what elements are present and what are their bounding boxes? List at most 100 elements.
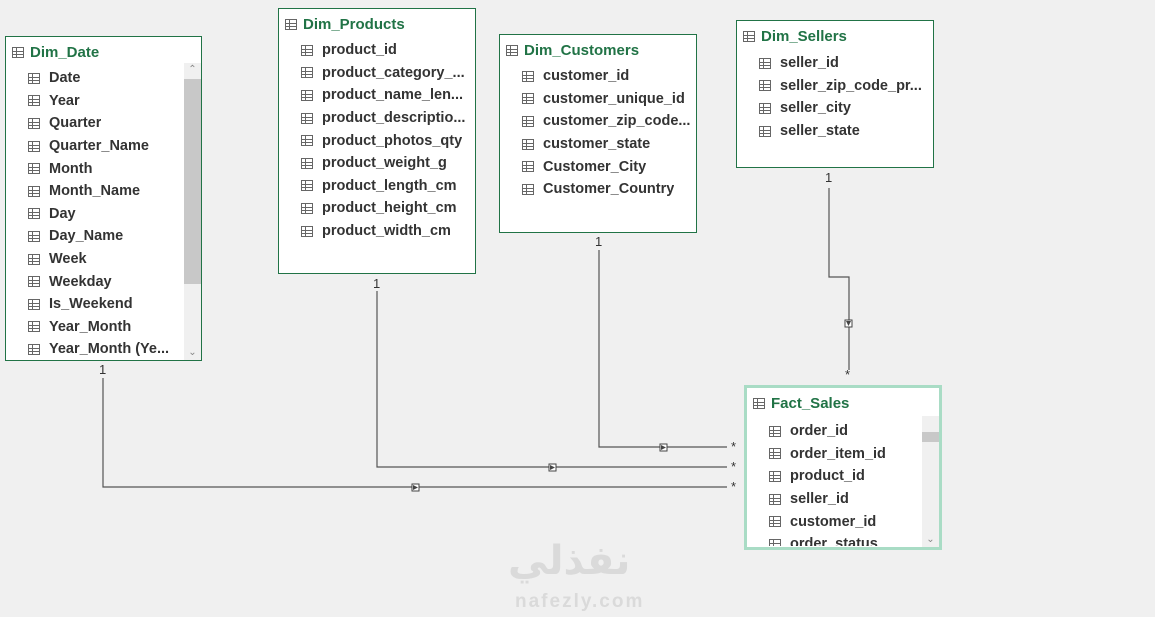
field-item[interactable]: Day xyxy=(6,203,184,226)
field-grid-icon xyxy=(28,298,40,310)
field-item[interactable]: seller_id xyxy=(737,52,933,75)
field-item[interactable]: product_descriptio... xyxy=(279,107,475,130)
chevron-up-icon[interactable]: ⌃ xyxy=(188,64,197,75)
field-item[interactable]: product_length_cm xyxy=(279,175,475,198)
field-grid-icon xyxy=(769,493,781,505)
field-grid-icon xyxy=(522,183,534,195)
table-title: Dim_Products xyxy=(303,15,405,33)
field-grid-icon xyxy=(769,448,781,460)
table-title: Fact_Sales xyxy=(771,394,850,412)
field-item[interactable]: customer_unique_id xyxy=(500,88,696,111)
field-grid-icon xyxy=(28,208,40,220)
field-item[interactable]: product_height_cm xyxy=(279,197,475,220)
cardinality-many-sellers: * xyxy=(845,367,851,382)
field-item[interactable]: Year_Month xyxy=(6,316,184,339)
field-item[interactable]: Is_Weekend xyxy=(6,293,184,316)
field-grid-icon xyxy=(522,115,534,127)
field-item[interactable]: product_category_... xyxy=(279,62,475,85)
chevron-down-icon[interactable]: ⌄ xyxy=(926,534,935,545)
cardinality-one-sellers: 1 xyxy=(825,170,833,185)
field-item[interactable]: customer_id xyxy=(500,65,696,88)
field-item[interactable]: seller_city xyxy=(737,97,933,120)
field-item[interactable]: Week xyxy=(6,248,184,271)
field-item[interactable]: Month xyxy=(6,157,184,180)
field-grid-icon xyxy=(28,95,40,107)
field-item[interactable]: order_status xyxy=(747,533,922,546)
table-header[interactable]: Fact_Sales xyxy=(753,393,849,413)
field-item[interactable]: Weekday xyxy=(6,270,184,293)
field-item[interactable]: Year_Month (Ye... xyxy=(6,338,184,360)
field-grid-icon xyxy=(28,343,40,355)
field-grid-icon xyxy=(301,225,313,237)
field-grid-icon xyxy=(759,102,771,114)
field-item[interactable]: Customer_City xyxy=(500,155,696,178)
field-item[interactable]: product_photos_qty xyxy=(279,129,475,152)
table-fact-sales[interactable]: Fact_Sales order_id order_item_id produc… xyxy=(744,385,942,550)
field-item[interactable]: Customer_Country xyxy=(500,178,696,201)
field-item[interactable]: product_width_cm xyxy=(279,220,475,243)
table-grid-icon xyxy=(743,30,755,42)
field-grid-icon xyxy=(301,135,313,147)
chevron-down-icon[interactable]: ⌄ xyxy=(188,347,197,358)
field-grid-icon xyxy=(301,202,313,214)
field-grid-icon xyxy=(301,44,313,56)
field-grid-icon xyxy=(28,253,40,265)
field-grid-icon xyxy=(28,321,40,333)
table-header[interactable]: Dim_Sellers xyxy=(743,26,847,46)
table-dim-sellers[interactable]: Dim_Sellers seller_id seller_zip_code_pr… xyxy=(736,20,934,168)
field-item[interactable]: order_id xyxy=(747,420,922,443)
cardinality-one-customers: 1 xyxy=(595,234,603,249)
table-grid-icon xyxy=(12,46,24,58)
table-dim-date[interactable]: Dim_Date Date Year Quarter Quarter_Name … xyxy=(5,36,202,361)
field-item[interactable]: customer_state xyxy=(500,133,696,156)
table-dim-products[interactable]: Dim_Products product_id product_category… xyxy=(278,8,476,274)
field-list: customer_id customer_unique_id customer_… xyxy=(500,65,696,201)
field-item[interactable]: Month_Name xyxy=(6,180,184,203)
vertical-scrollbar[interactable]: ⌃ ⌄ xyxy=(184,63,201,360)
field-item[interactable]: product_weight_g xyxy=(279,152,475,175)
field-grid-icon xyxy=(28,276,40,288)
field-item[interactable]: Date xyxy=(6,67,184,90)
scroll-thumb[interactable] xyxy=(184,79,201,284)
table-header[interactable]: Dim_Products xyxy=(285,14,405,34)
field-grid-icon xyxy=(769,516,781,528)
field-list: Date Year Quarter Quarter_Name Month Mon… xyxy=(6,67,184,360)
table-dim-customers[interactable]: Dim_Customers customer_id customer_uniqu… xyxy=(499,34,697,233)
field-item[interactable]: Quarter xyxy=(6,112,184,135)
field-grid-icon xyxy=(28,140,40,152)
table-grid-icon xyxy=(753,397,765,409)
field-grid-icon xyxy=(301,112,313,124)
field-item[interactable]: seller_state xyxy=(737,120,933,143)
field-grid-icon xyxy=(522,70,534,82)
field-item[interactable]: Quarter_Name xyxy=(6,135,184,158)
relationship-customers-fact xyxy=(598,250,727,448)
field-item[interactable]: Day_Name xyxy=(6,225,184,248)
vertical-scrollbar[interactable]: ⌄ xyxy=(922,416,939,547)
cardinality-many-products: * xyxy=(731,459,737,474)
table-header[interactable]: Dim_Customers xyxy=(506,40,639,60)
table-grid-icon xyxy=(506,44,518,56)
table-title: Dim_Customers xyxy=(524,41,640,59)
field-grid-icon xyxy=(759,57,771,69)
field-grid-icon xyxy=(28,117,40,129)
table-title: Dim_Sellers xyxy=(761,27,847,45)
field-item[interactable]: seller_zip_code_pr... xyxy=(737,75,933,98)
field-list: product_id product_category_... product_… xyxy=(279,39,475,242)
field-item[interactable]: product_name_len... xyxy=(279,84,475,107)
table-header[interactable]: Dim_Date xyxy=(12,42,99,62)
field-item[interactable]: customer_id xyxy=(747,510,922,533)
field-item[interactable]: order_item_id xyxy=(747,443,922,466)
field-item[interactable]: Year xyxy=(6,90,184,113)
cardinality-many-customers: * xyxy=(731,439,737,454)
field-grid-icon xyxy=(769,470,781,482)
field-item[interactable]: product_id xyxy=(279,39,475,62)
table-title: Dim_Date xyxy=(30,43,100,61)
field-item[interactable]: product_id xyxy=(747,465,922,488)
scroll-thumb[interactable] xyxy=(922,432,939,442)
cardinality-many-date: * xyxy=(731,479,737,494)
field-grid-icon xyxy=(28,72,40,84)
field-item[interactable]: customer_zip_code... xyxy=(500,110,696,133)
field-item[interactable]: seller_id xyxy=(747,488,922,511)
field-grid-icon xyxy=(522,93,534,105)
